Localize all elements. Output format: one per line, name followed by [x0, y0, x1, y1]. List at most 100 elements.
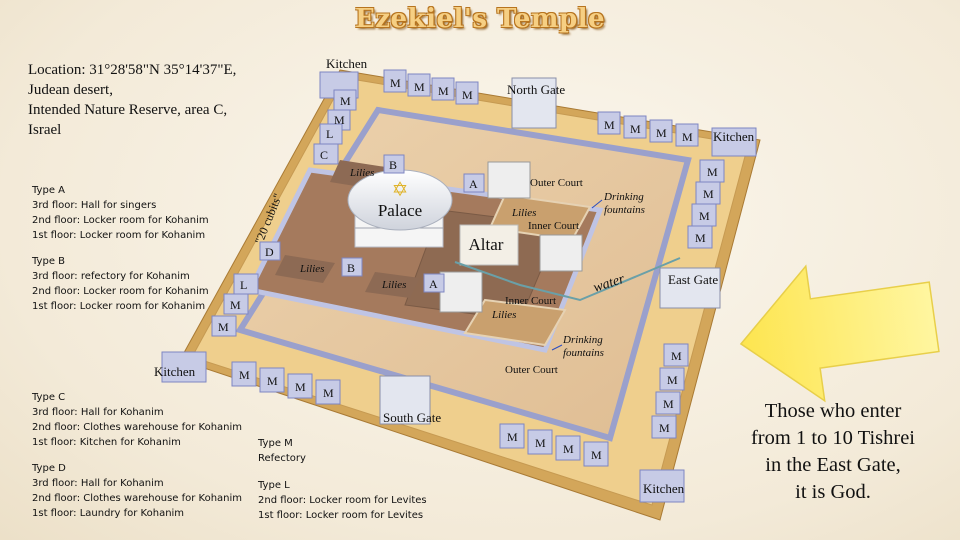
room-label: M: [414, 80, 425, 94]
room-label: M: [438, 84, 449, 98]
room-m: [211, 315, 237, 337]
lilies-label: Lilies: [299, 263, 324, 275]
north-gate-building: [511, 77, 557, 129]
legend-type-l: Type L 2nd floor: Locker room for Levite…: [258, 478, 427, 523]
fountain-pointer: [591, 199, 603, 209]
room-m: [455, 81, 479, 105]
location-region: Judean desert,: [28, 82, 113, 98]
room-label: M: [682, 130, 693, 144]
east-gate-label: East Gate: [668, 272, 718, 287]
room-b: [341, 257, 363, 277]
lilies-label: Lilies: [511, 207, 536, 219]
legend-line: 3rd floor: Hall for Kohanim: [32, 407, 164, 418]
drinking-fountains-label: fountains: [563, 347, 604, 359]
inner-rooms: [259, 154, 485, 293]
legend-type-m: Type M Refectory: [258, 436, 306, 466]
room-row-south: [231, 361, 609, 467]
lily-bed: [275, 255, 335, 283]
lilies-label: Lilies: [349, 167, 374, 179]
drinking-fountains-label: Drinking: [562, 334, 603, 346]
room-label: M: [695, 231, 706, 245]
legend-title: Type A: [32, 185, 65, 196]
note-line: in the East Gate,: [765, 454, 901, 476]
room-label: M: [591, 448, 602, 462]
star-of-david-icon: ✡: [392, 177, 409, 201]
room-label: M: [563, 442, 574, 456]
room-m: [407, 73, 431, 97]
room-label: B: [347, 261, 355, 275]
room-b: [383, 154, 405, 174]
room-label: A: [429, 277, 438, 291]
room-d: [259, 241, 281, 261]
altar-label: Altar: [469, 235, 504, 254]
room-label: D: [265, 245, 274, 259]
room-label: M: [703, 187, 714, 201]
outer-court-label: Outer Court: [505, 364, 558, 376]
legend-line: 1st floor: Locker room for Kohanim: [32, 301, 206, 312]
room-label: M: [295, 380, 306, 394]
room-label: M: [604, 118, 615, 132]
drinking-fountains-label: Drinking: [603, 191, 644, 203]
kitchen-building: [639, 469, 685, 503]
room-m: [527, 429, 553, 455]
south-gate-building: [379, 375, 431, 425]
room-label: M: [334, 113, 345, 127]
fountain-pointer: [551, 344, 563, 351]
inner-court-label: Inner Court: [528, 220, 579, 232]
legend-line: Refectory: [258, 453, 306, 464]
room-label: M: [218, 320, 229, 334]
legend-line: 1st floor: Laundry for Kohanim: [32, 508, 185, 519]
legend-line: 3rd floor: Hall for singers: [32, 200, 157, 211]
north-gate-label: North Gate: [507, 82, 565, 97]
room-row-east: [651, 159, 725, 439]
room-label: M: [663, 397, 674, 411]
inner-gate-building: [439, 271, 483, 313]
room-m: [597, 111, 621, 135]
kitchen-label-se: Kitchen: [643, 481, 685, 496]
room-row-north: [383, 69, 699, 147]
note-line: Those who enter: [764, 400, 902, 422]
room-m: [663, 343, 689, 367]
room-m: [659, 367, 685, 391]
room-label: M: [699, 209, 710, 223]
kitchen-building: [711, 127, 757, 157]
room-m: [259, 367, 285, 393]
room-m: [687, 225, 713, 249]
room-label: M: [656, 126, 667, 140]
room-m: [223, 293, 249, 315]
kitchen-label-nw: Kitchen: [326, 56, 368, 71]
legend-title: Type C: [32, 392, 66, 403]
lily-bed: [365, 272, 420, 298]
room-label: A: [469, 177, 478, 191]
legend-type-b: Type B 3rd floor: refectory for Kohanim …: [32, 254, 209, 314]
altar-block: [459, 224, 519, 266]
room-m: [287, 373, 313, 399]
lilies-label: Lilies: [491, 309, 516, 321]
inner-gate-building: [539, 234, 583, 272]
south-gate-label: South Gate: [383, 410, 441, 425]
room-m: [315, 379, 341, 405]
inner-court-label: Inner Court: [505, 295, 556, 307]
east-gate-note: Those who enter from 1 to 10 Tishrei in …: [718, 398, 948, 506]
legend-title: Type B: [32, 256, 66, 267]
legend-title: Type M: [258, 438, 293, 449]
location-country: Israel: [28, 122, 62, 138]
room-label: M: [707, 165, 718, 179]
room-label: M: [630, 122, 641, 136]
note-line: it is God.: [795, 481, 871, 503]
room-c: [313, 143, 339, 165]
drinking-fountains-label: fountains: [604, 204, 645, 216]
room-m: [583, 441, 609, 467]
room-a: [463, 173, 485, 193]
room-row-west: [211, 89, 357, 337]
legend-line: 2nd floor: Clothes warehouse for Kohanim: [32, 422, 243, 433]
room-m: [431, 77, 455, 101]
palace-label: Palace: [378, 201, 422, 220]
legend-line: 2nd floor: Clothes warehouse for Kohanim: [32, 493, 243, 504]
room-label: M: [340, 94, 351, 108]
room-label: M: [507, 430, 518, 444]
room-m: [623, 115, 647, 139]
room-m: [649, 119, 673, 143]
legend-type-d: Type D 3rd floor: Hall for Kohanim 2nd f…: [32, 461, 242, 521]
room-label: M: [390, 76, 401, 90]
